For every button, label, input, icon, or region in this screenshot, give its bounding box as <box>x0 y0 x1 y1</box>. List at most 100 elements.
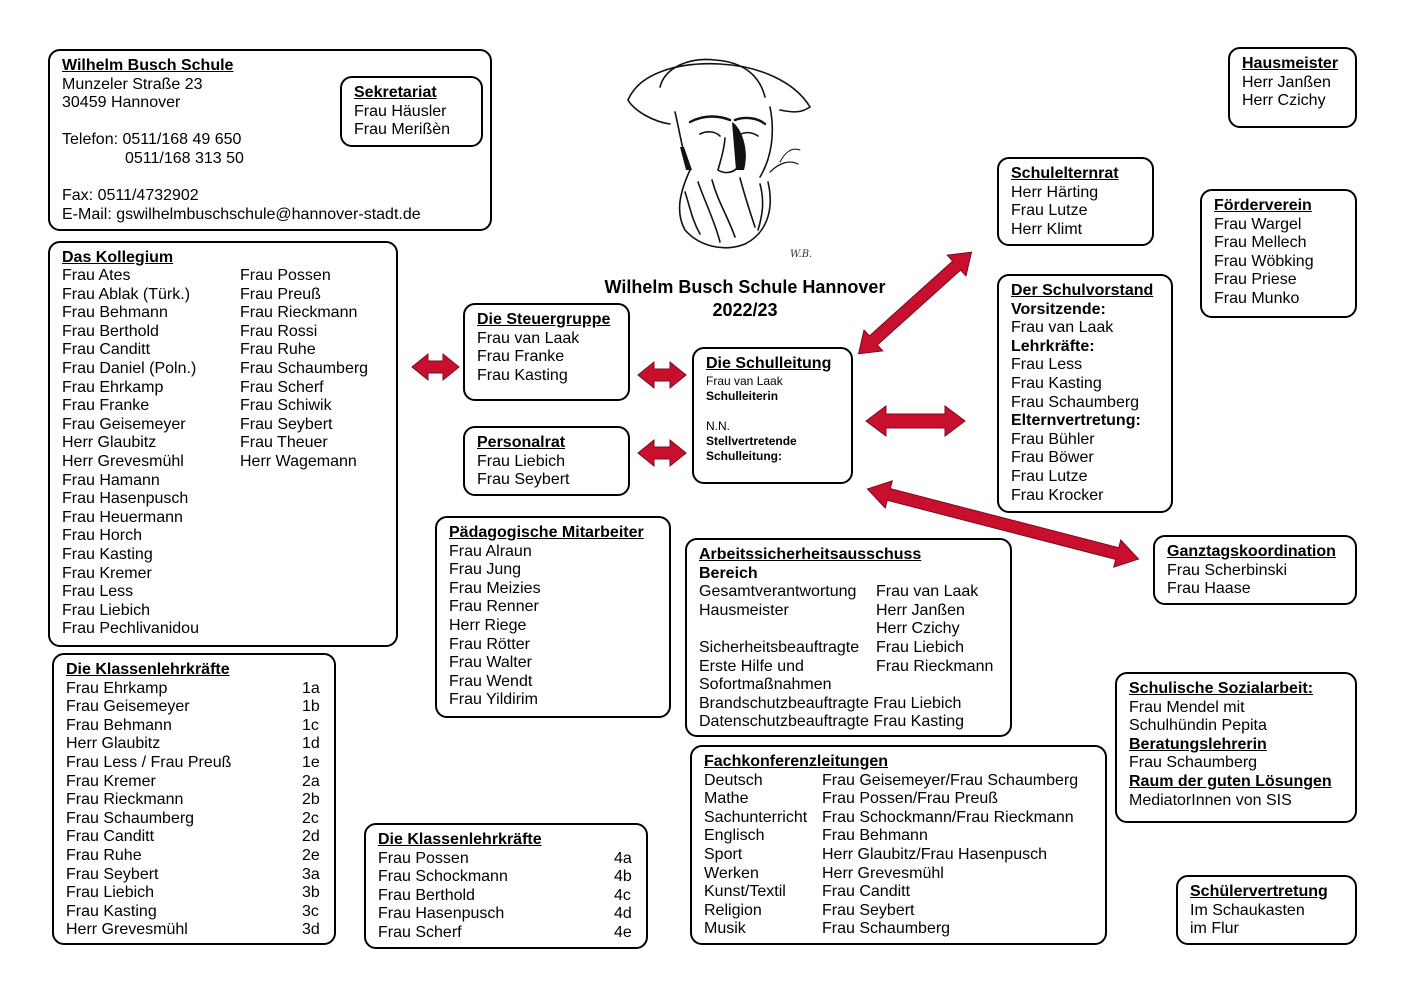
list-item: Frau Ruhe <box>240 341 316 359</box>
list-item: Frau Rötter <box>449 635 530 653</box>
list-item: Herr Czichy <box>1242 92 1326 110</box>
wilhelm-busch-portrait: W.B. <box>627 58 812 260</box>
sekretariat-title: Sekretariat <box>354 84 437 101</box>
paedagogisch-box: Pädagogische Mitarbeiter Frau Alraun Fra… <box>435 516 671 718</box>
arbeitssicherheit-box: Arbeitssicherheitsausschuss Bereich Gesa… <box>685 538 1012 737</box>
list-item: Frau Possen <box>240 267 331 284</box>
beratung-title: Beratungslehrerin <box>1129 735 1267 753</box>
title-year: 2022/23 <box>712 300 778 320</box>
conference-cell-a: Religion <box>704 901 762 919</box>
list-item: Frau Scherf <box>240 378 324 396</box>
list-item: Frau Priese <box>1214 271 1297 289</box>
conference-cell-a: Sachunterricht <box>704 808 808 826</box>
phone-label: Telefon: <box>62 131 119 149</box>
area-cell: Erste Hilfe und <box>699 657 804 675</box>
class-teacher-cell-a: Frau Scherf <box>378 923 462 941</box>
class-teacher-cell-b: 2d <box>302 828 320 846</box>
class-teacher-cell-b: 4c <box>614 886 631 904</box>
conference-cell-a: Englisch <box>704 827 765 845</box>
raum-title: Raum der guten Lösungen <box>1129 772 1332 790</box>
foerderverein-title: Förderverein <box>1214 197 1312 214</box>
sozialarbeit-box: Schulische Sozialarbeit: Frau Mendel mit… <box>1115 672 1357 823</box>
schuelervertretung-title: Schülervertretung <box>1190 883 1328 900</box>
list-item: Herr Klimt <box>1011 220 1083 238</box>
list-item: im Flur <box>1190 920 1239 938</box>
class-teacher-cell-a: Frau Seybert <box>66 865 159 883</box>
list-item: Frau Kasting <box>477 366 568 384</box>
class-teacher-cell-a: Frau Berthold <box>378 886 475 904</box>
table-row: Sofortmaßnahmen <box>699 676 998 695</box>
class-teacher-cell-a: Frau Behmann <box>66 716 172 734</box>
list-item: Frau Hasenpusch <box>62 490 189 508</box>
list-item: Frau Franke <box>477 348 565 366</box>
list-item: Frau Walter <box>449 654 532 672</box>
title-line-1: Wilhelm Busch Schule Hannover <box>604 277 886 297</box>
conference-cell-a: Kunst/Textil <box>704 883 786 901</box>
list-item: Frau Pechlivanidou <box>62 620 199 638</box>
list-item: Frau Rossi <box>240 322 318 340</box>
table-row: Herr Czichy <box>699 620 998 639</box>
arrow-kollegium-steuergruppe <box>411 352 460 382</box>
class-teacher-cell-b: 3d <box>302 921 320 939</box>
table-row: Frau Seybert 3a <box>66 866 322 885</box>
sekretariat-box: Sekretariat Frau Häusler Frau Merißèn <box>340 76 483 147</box>
list-item: Frau Ablak (Türk.) <box>62 285 191 303</box>
class-teacher-cell-a: Frau Canditt <box>66 828 155 846</box>
list-item: Frau Wargel <box>1214 215 1302 233</box>
list-item: Frau Kasting <box>1011 374 1102 392</box>
list-item: Herr Grevesmühl <box>62 452 184 470</box>
class-teacher-cell-b: 3a <box>302 865 320 883</box>
fachkonferenz-title: Fachkonferenzleitungen <box>704 753 889 770</box>
conference-cell-a: Mathe <box>704 790 749 808</box>
class-teacher-cell-b: 3b <box>302 884 320 902</box>
class-teacher-cell-a: Frau Kremer <box>66 772 156 790</box>
list-item: Frau Alraun <box>449 542 532 560</box>
svg-text:W.B.: W.B. <box>790 249 812 260</box>
list-item: Frau Preuß <box>240 285 321 303</box>
list-item: Frau Kasting <box>62 545 153 563</box>
list-item: Frau Canditt <box>62 341 151 359</box>
list-item: Frau Wendt <box>449 672 533 690</box>
list-item: Frau Seybert <box>240 415 333 433</box>
stellvertretung-role: Stellvertretende <box>706 433 797 448</box>
list-item: Frau Schaumberg <box>1011 393 1140 411</box>
list-item: Frau Bühler <box>1011 430 1095 448</box>
datenschutz-row: Datenschutzbeauftragte Frau Kasting <box>699 713 965 731</box>
list-item: Frau Kremer <box>62 564 152 582</box>
class-teacher-cell-b: 1d <box>302 735 320 753</box>
fax: Fax: 0511/4732902 <box>62 187 199 205</box>
class-teacher-cell-b: 4a <box>614 849 632 867</box>
list-item: Herr Janßen <box>1242 73 1331 91</box>
list-item: Frau van Laak <box>477 329 580 347</box>
conference-cell-b: Frau Schockmann/Frau Rieckmann <box>822 808 1074 826</box>
list-item: Frau Berthold <box>62 322 159 340</box>
class-teacher-cell-b: 2a <box>302 772 320 790</box>
class-teacher-cell-b: 1e <box>302 753 320 771</box>
class-teacher-cell-b: 4e <box>614 923 632 941</box>
conference-cell-a: Sport <box>704 845 743 863</box>
table-row: Sachunterricht Frau Schockmann/Frau Rieck… <box>704 809 1093 828</box>
list-item: Frau Hamann <box>62 471 160 489</box>
list-item: Frau Haase <box>1167 580 1251 598</box>
foerderverein-box: Förderverein Frau Wargel Frau Mellech Fr… <box>1200 189 1357 318</box>
class-teacher-cell-b: 1b <box>302 698 320 716</box>
vorsitz-heading: Vorsitzende: <box>1011 300 1106 318</box>
class-teacher-cell-a: Frau Schaumberg <box>66 809 195 827</box>
conference-cell-a: Deutsch <box>704 771 763 789</box>
schuelervertretung-box: Schülervertretung Im Schaukasten im Flur <box>1176 875 1357 945</box>
